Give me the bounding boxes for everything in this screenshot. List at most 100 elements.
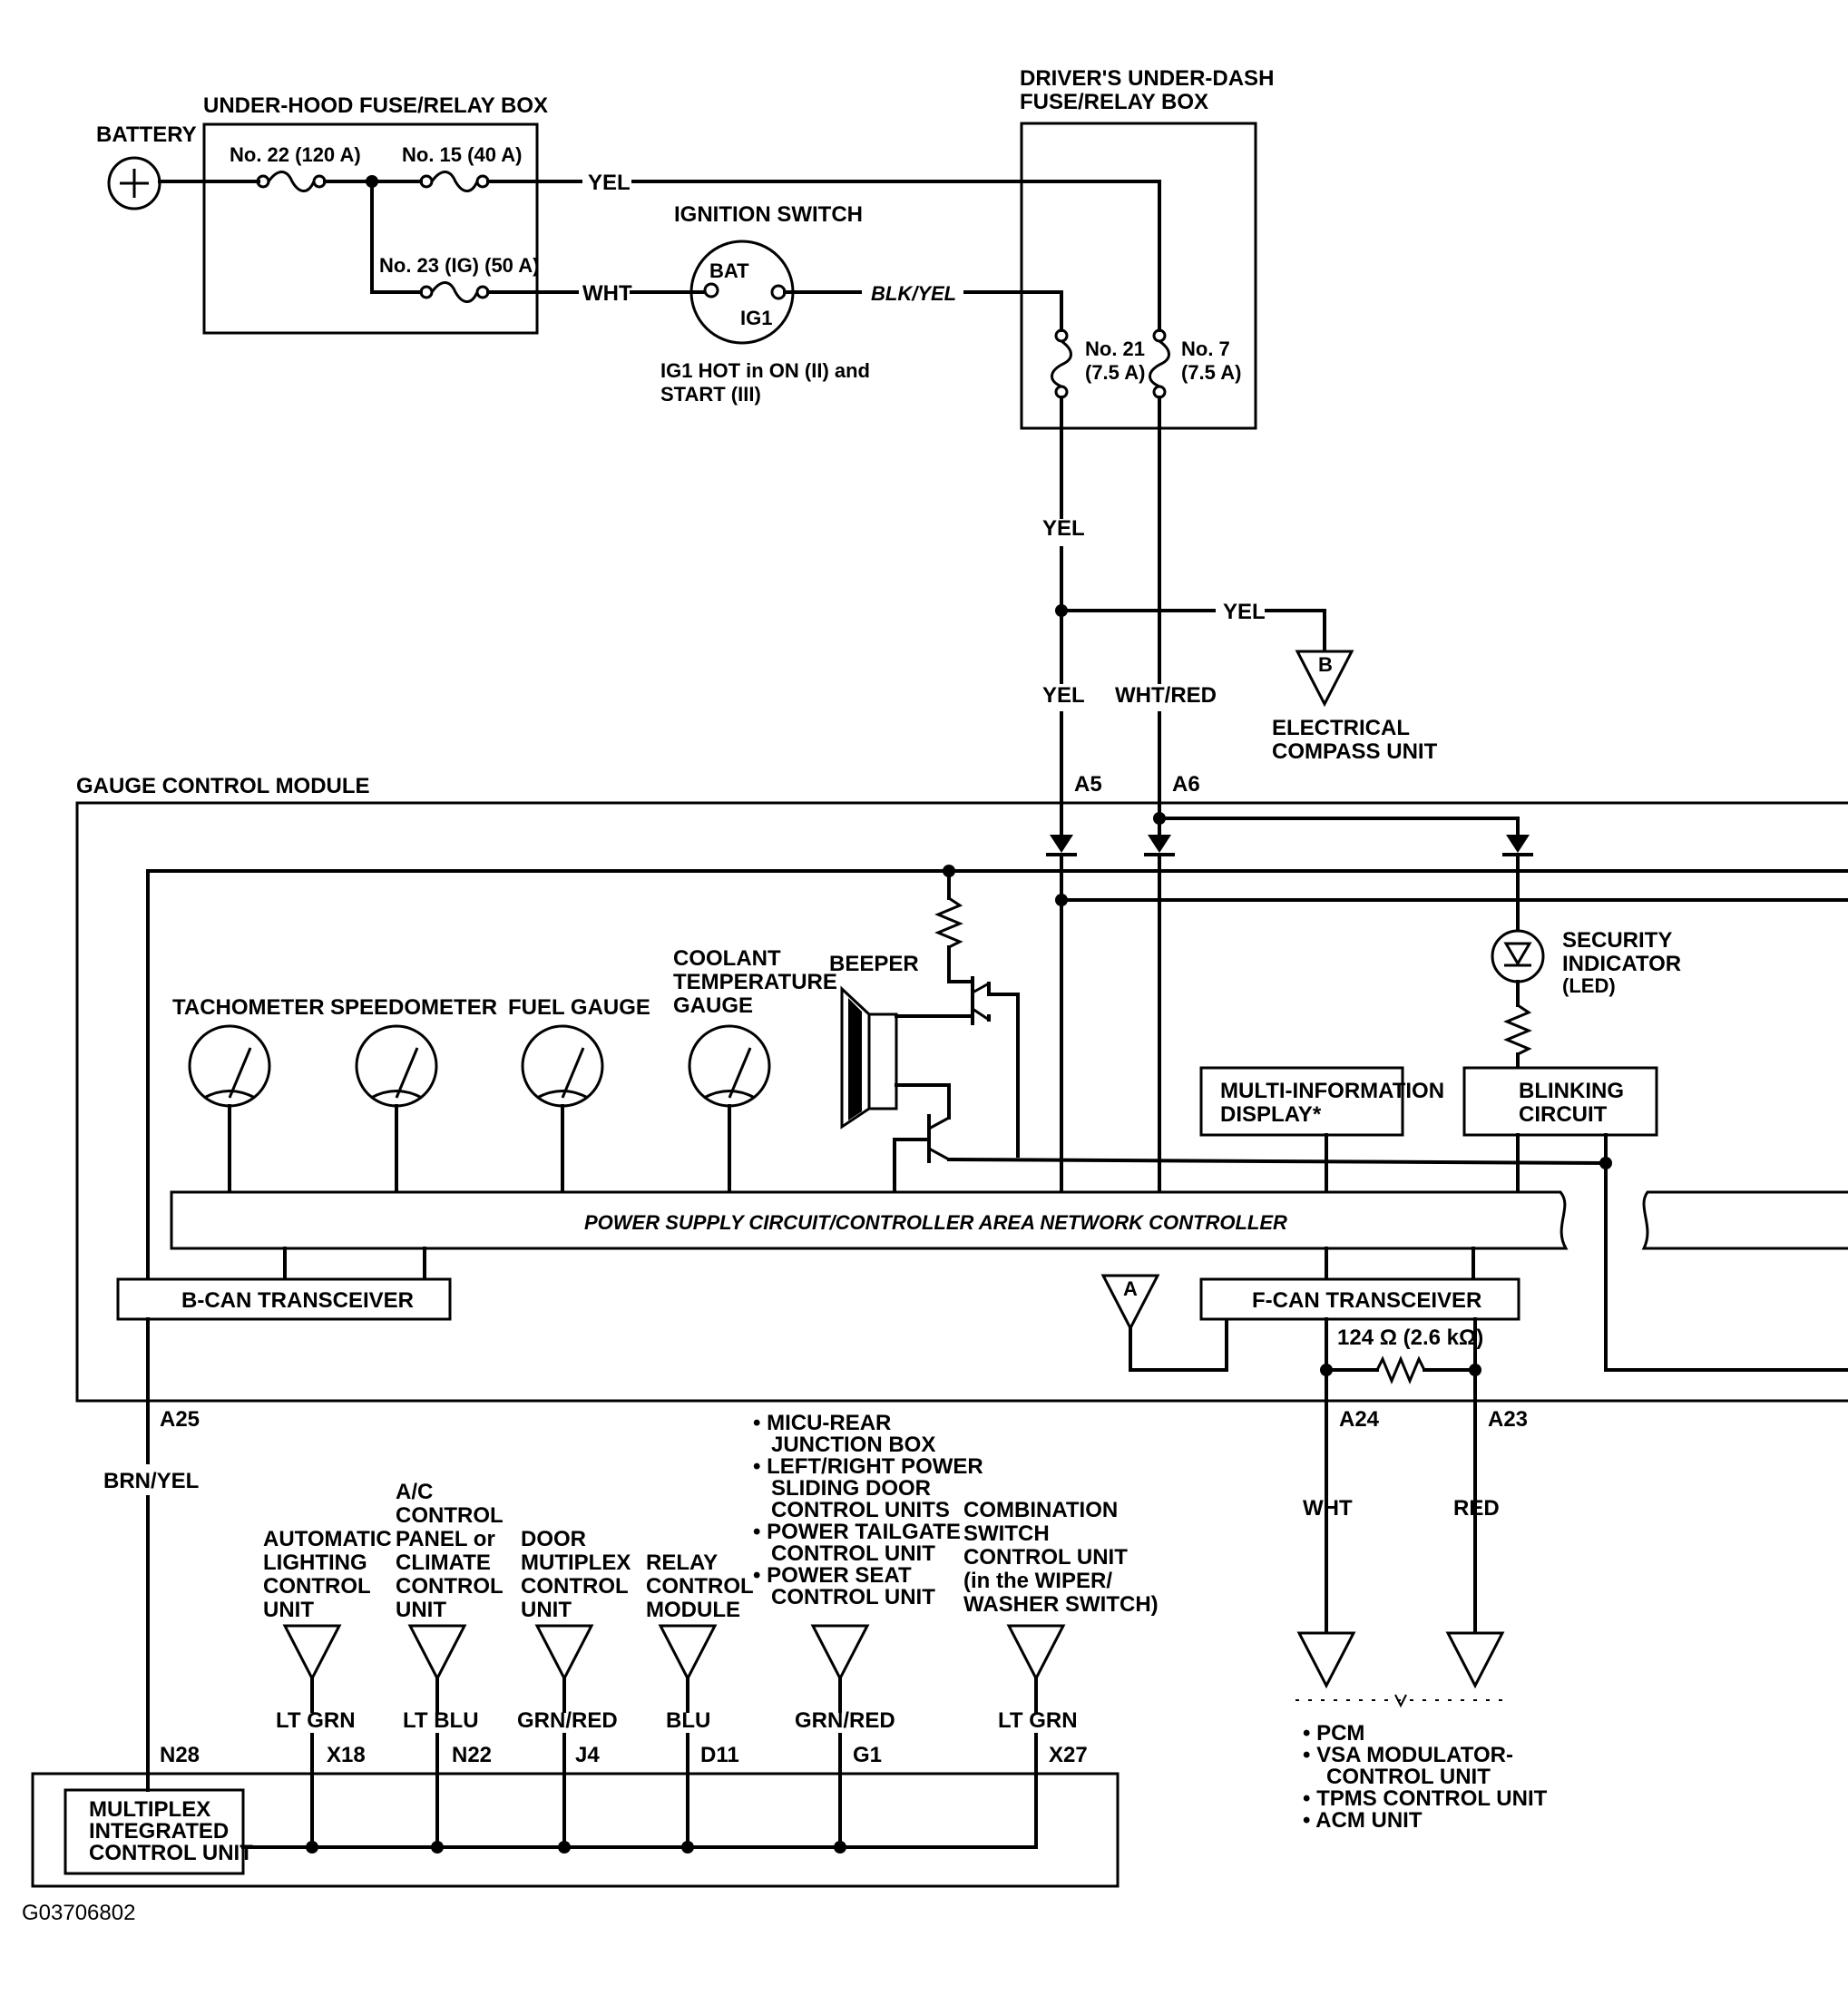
power-supply-bar-continued — [1641, 1190, 1848, 1250]
wire-ltgrn-1: LT GRN — [276, 1708, 356, 1733]
multiplex-integrated-control-unit-box — [64, 1788, 245, 1875]
beeper-label: BEEPER — [829, 952, 919, 976]
combo-connector-icon — [1006, 1624, 1066, 1682]
diode-security-icon — [1502, 835, 1533, 856]
under-hood-fuse-box-title: UNDER-HOOD FUSE/RELAY BOX — [203, 93, 548, 118]
micu-unit-label-2: INTEGRATED — [89, 1819, 229, 1844]
b-can-label: B-CAN TRANSCEIVER — [181, 1288, 414, 1313]
fcan-unit-3: CONTROL UNIT — [1326, 1765, 1491, 1789]
ac-label-2: CONTROL — [396, 1503, 504, 1528]
dash-box-title-1: DRIVER'S UNDER-DASH — [1020, 66, 1274, 91]
mid-label-1: MULTI-INFORMATION — [1220, 1079, 1444, 1103]
wire-blu: BLU — [666, 1708, 710, 1733]
pin-a5: A5 — [1074, 772, 1102, 797]
b-can-transceiver-box — [116, 1277, 452, 1321]
fuse-21-icon — [1051, 328, 1072, 399]
wire-yel-top: YEL — [588, 171, 631, 195]
compass-marker: B — [1318, 653, 1333, 676]
f-can-label: F-CAN TRANSCEIVER — [1252, 1288, 1481, 1313]
fuse-22-label: No. 22 (120 A) — [230, 143, 361, 166]
fuse-22-icon — [256, 171, 327, 192]
wire-ltgrn-2: LT GRN — [998, 1708, 1078, 1733]
combo-label-2: SWITCH — [963, 1521, 1050, 1546]
speedometer-gauge-icon — [355, 1024, 438, 1108]
under-hood-fuse-box — [202, 122, 539, 335]
beeper-speaker-icon — [840, 985, 898, 1130]
relay-label-1: RELAY — [646, 1550, 718, 1575]
blink-label-2: CIRCUIT — [1519, 1102, 1608, 1127]
a-marker: A — [1123, 1277, 1138, 1300]
pin-a25: A25 — [160, 1407, 200, 1432]
relay-label-3: MODULE — [646, 1598, 740, 1622]
transistor-1-icon — [971, 976, 990, 1025]
battery-label: BATTERY — [96, 122, 197, 147]
micu-label-2: JUNCTION BOX — [771, 1433, 935, 1457]
combo-label-4: (in the WIPER/ — [963, 1569, 1112, 1593]
ac-label-1: A/C — [396, 1480, 433, 1504]
door-label-2: MUTIPLEX — [521, 1550, 631, 1575]
wire-red-bottom: RED — [1453, 1496, 1500, 1521]
door-label-3: CONTROL — [521, 1574, 629, 1599]
vsa-connector-icon — [1445, 1631, 1505, 1689]
coolant-label-2: TEMPERATURE — [673, 970, 837, 994]
f-can-transceiver-box — [1199, 1277, 1520, 1321]
tachometer-label: TACHOMETER — [172, 995, 325, 1020]
ignition-switch-title: IGNITION SWITCH — [674, 202, 863, 227]
wire-yel-branch: YEL — [1223, 600, 1266, 624]
pin-x27: X27 — [1049, 1743, 1088, 1767]
a-connector-icon — [1100, 1274, 1160, 1332]
micu-label-8: • POWER SEAT — [753, 1563, 912, 1588]
compass-label-1: ELECTRICAL — [1272, 716, 1410, 740]
figure-id: G03706802 — [22, 1901, 135, 1925]
pin-g1: G1 — [853, 1743, 882, 1767]
compass-connector-icon — [1295, 650, 1354, 708]
ac-label-3: PANEL or — [396, 1527, 495, 1551]
auto-light-label-1: AUTOMATIC — [263, 1527, 392, 1551]
tachometer-gauge-icon — [188, 1024, 271, 1108]
termination-resistor-label: 124 Ω (2.6 kΩ) — [1337, 1325, 1483, 1350]
power-supply-bus-label: POWER SUPPLY CIRCUIT/CONTROLLER AREA NET… — [584, 1211, 1287, 1234]
wire-grnred-2: GRN/RED — [795, 1708, 895, 1733]
ac-label-4: CLIMATE — [396, 1550, 491, 1575]
gauge-control-module-box — [75, 801, 1848, 1403]
fuel-gauge-label: FUEL GAUGE — [508, 995, 650, 1020]
micu-label-9: CONTROL UNIT — [771, 1585, 935, 1609]
coolant-label-3: GAUGE — [673, 993, 753, 1018]
battery-icon — [107, 156, 161, 210]
micu-module-box — [31, 1772, 1120, 1888]
diode-a5-icon — [1046, 835, 1077, 856]
micu-connector-icon — [810, 1624, 870, 1682]
fuse-7-icon — [1149, 328, 1170, 399]
blinking-circuit-box — [1462, 1066, 1658, 1137]
micu-label-1: • MICU-REAR — [753, 1411, 891, 1435]
micu-label-7: CONTROL UNIT — [771, 1541, 935, 1566]
fcan-unit-1: • PCM — [1303, 1721, 1364, 1746]
ac-connector-icon — [407, 1624, 467, 1682]
relay-connector-icon — [658, 1624, 718, 1682]
security-label-1: SECURITY — [1562, 928, 1672, 953]
fuse-7-label-2: (7.5 A) — [1181, 361, 1241, 384]
pin-a24: A24 — [1339, 1407, 1380, 1432]
pin-n28: N28 — [160, 1743, 200, 1767]
fuse-15-icon — [419, 171, 490, 192]
micu-unit-label-1: MULTIPLEX — [89, 1797, 210, 1822]
ac-label-5: CONTROL — [396, 1574, 504, 1599]
auto-light-connector-icon — [282, 1624, 342, 1682]
mid-label-2: DISPLAY* — [1220, 1102, 1322, 1127]
wire-blk-yel: BLK/YEL — [871, 282, 956, 305]
micu-unit-label-3: CONTROL UNIT — [89, 1841, 253, 1865]
wire-ltblu: LT BLU — [403, 1708, 479, 1733]
pin-j4: J4 — [575, 1743, 600, 1767]
pin-d11: D11 — [700, 1743, 739, 1767]
door-label-1: DOOR — [521, 1527, 586, 1551]
security-resistor-icon — [1503, 1003, 1532, 1056]
auto-light-label-2: LIGHTING — [263, 1550, 367, 1575]
pcm-connector-icon — [1296, 1631, 1356, 1689]
ignition-note-2: START (III) — [660, 383, 761, 406]
combo-label-5: WASHER SWITCH) — [963, 1592, 1159, 1617]
power-supply-can-controller-bar — [170, 1190, 1569, 1250]
transistor-2-icon — [927, 1114, 950, 1163]
micu-label-5: CONTROL UNITS — [771, 1498, 950, 1522]
beeper-resistor-icon — [934, 896, 963, 949]
